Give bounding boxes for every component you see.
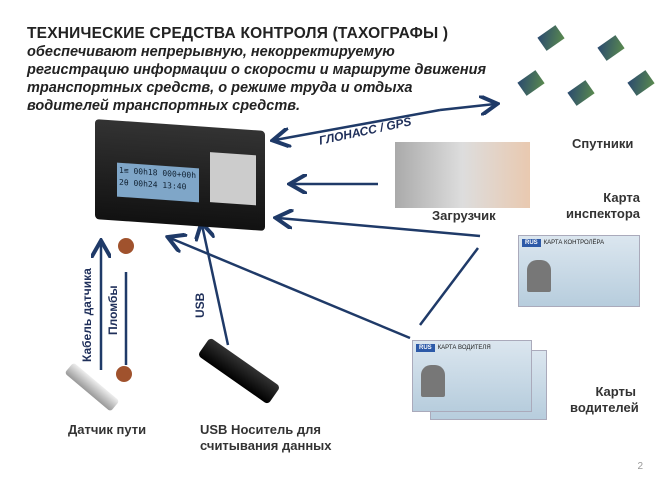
tachograph-display: 1≡ 00h18 000+00h 2θ 00h24 13:40 xyxy=(117,162,199,203)
page-number: 2 xyxy=(637,461,643,472)
loader-image xyxy=(395,142,530,208)
arrow-inspector-card xyxy=(278,218,481,238)
driver-cards-label: Карты водителей xyxy=(570,384,639,415)
satellites-label: Спутники xyxy=(572,136,634,151)
slide-title: ТЕХНИЧЕСКИЕ СРЕДСТВА КОНТРОЛЯ (ТАХОГРАФЫ… xyxy=(27,25,449,42)
slide-subtitle: обеспечивают непрерывную, некорректируем… xyxy=(27,44,487,114)
sensor-label: Датчик пути xyxy=(68,422,147,437)
line-inspector-card-down xyxy=(419,247,479,326)
usb-label: USB xyxy=(193,292,207,318)
inspector-card-label: Карта инспектора xyxy=(566,190,640,221)
arrow-driver-cards xyxy=(170,238,411,340)
arrow-usb xyxy=(202,225,230,346)
tachograph-image: 1≡ 00h18 000+00h 2θ 00h24 13:40 xyxy=(95,119,265,231)
usb-drive-label: USB Носитель для считывания данных xyxy=(200,422,332,453)
card-title: КАРТА КОНТРОЛЁРА xyxy=(543,240,605,246)
loader-label: Загрузчик xyxy=(432,208,496,223)
card-country: RUS xyxy=(522,239,541,247)
tachograph-printer xyxy=(210,152,256,206)
card-title: КАРТА ВОДИТЕЛЯ xyxy=(437,345,491,351)
arrow-satellites-out xyxy=(439,104,495,110)
seal-image-top xyxy=(118,238,134,254)
seal-image-bottom xyxy=(116,366,132,382)
cable-label: Кабель датчика xyxy=(80,268,94,362)
card-country: RUS xyxy=(416,344,435,352)
seals-label: Пломбы xyxy=(106,285,120,335)
arrow-satellites-tacho xyxy=(275,108,441,140)
